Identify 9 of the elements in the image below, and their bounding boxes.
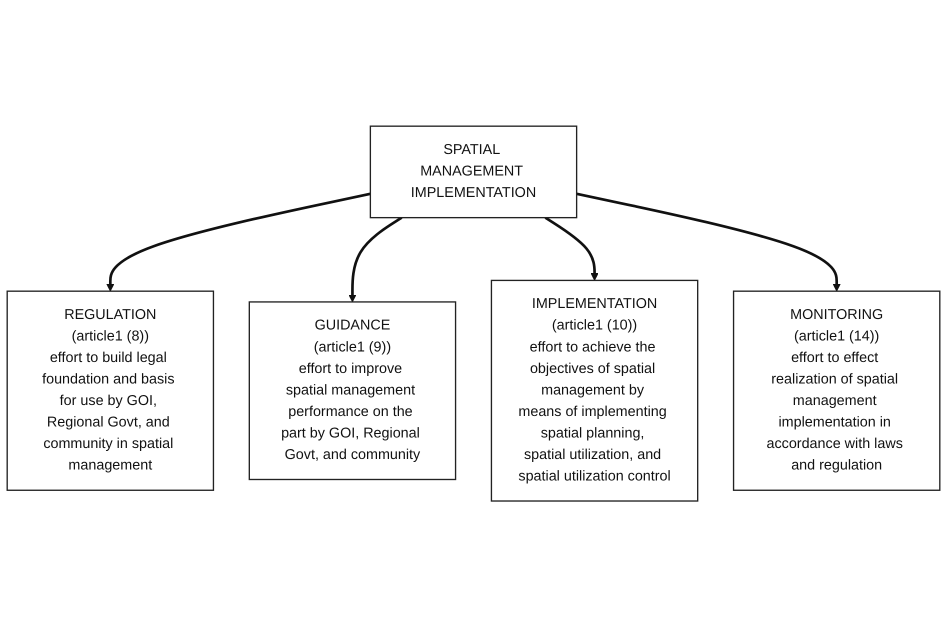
node-box bbox=[732, 290, 940, 491]
arrow bbox=[544, 216, 598, 281]
node-box bbox=[490, 280, 698, 502]
node-box bbox=[248, 301, 456, 480]
arrow bbox=[576, 192, 841, 292]
node-box bbox=[6, 290, 214, 491]
arrow bbox=[348, 216, 402, 302]
arrow bbox=[106, 192, 371, 292]
node-box bbox=[370, 125, 578, 218]
